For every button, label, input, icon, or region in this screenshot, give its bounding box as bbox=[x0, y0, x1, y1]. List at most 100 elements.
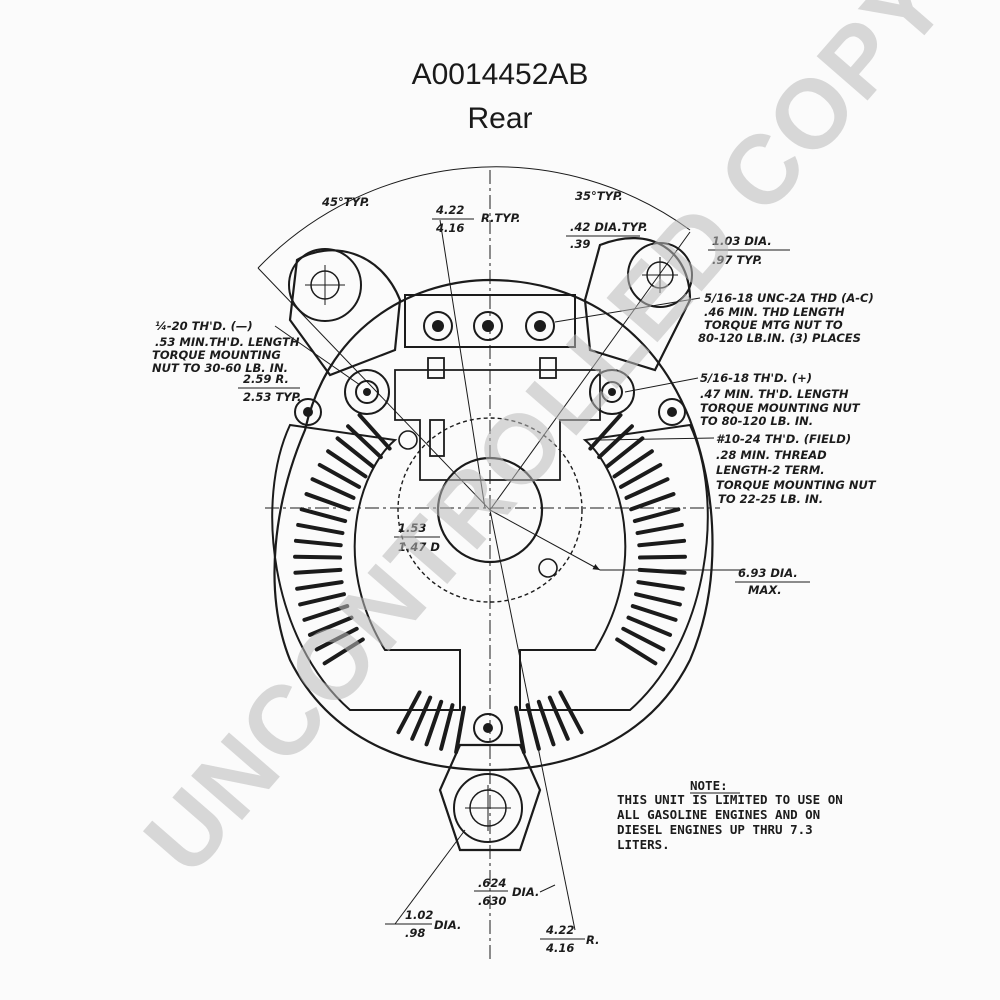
boss-suffix: DIA. bbox=[434, 918, 461, 932]
side-screws bbox=[294, 398, 686, 743]
vent-slot bbox=[637, 567, 687, 575]
housing-outline bbox=[273, 236, 714, 852]
r-top-num: 4.22 bbox=[435, 203, 464, 217]
r-mid-den: 2.53 TYP. bbox=[243, 390, 301, 404]
vent-slot bbox=[299, 507, 348, 524]
vent-slot bbox=[536, 699, 556, 747]
neg-line-2: .53 MIN.TH'D. LENGTH bbox=[155, 335, 300, 349]
vent-slot bbox=[410, 695, 433, 741]
vent-slot bbox=[634, 592, 682, 607]
vent-slot bbox=[624, 477, 670, 500]
vent-slot bbox=[525, 703, 541, 751]
ac-line-3: TORQUE MTG NUT TO bbox=[704, 318, 843, 332]
overall-dia-num: 6.93 DIA. bbox=[738, 566, 798, 580]
vent-slot bbox=[357, 413, 392, 451]
vent-slot bbox=[346, 424, 383, 460]
pos-line-2: .47 MIN. TH'D. LENGTH bbox=[700, 387, 849, 401]
vent-slot bbox=[322, 637, 365, 666]
vent-slot bbox=[304, 492, 351, 512]
r-top-den: 4.16 bbox=[435, 221, 464, 235]
dia-top-num: .42 DIA.TYP. bbox=[570, 220, 648, 234]
vent-slot bbox=[317, 462, 362, 489]
angle-right-label: 35°TYP. bbox=[575, 189, 623, 203]
top-left-mounting-ear bbox=[288, 248, 362, 322]
vent-slot bbox=[630, 604, 678, 622]
field-line-5: TO 22-25 LB. IN. bbox=[718, 492, 823, 506]
positive-terminal-callout: 5/16-18 TH'D. (+) .47 MIN. TH'D. LENGTH … bbox=[624, 371, 861, 428]
r-bot-suffix: R. bbox=[586, 933, 599, 947]
bore-suffix: DIA. bbox=[512, 885, 539, 899]
vent-slot bbox=[293, 554, 343, 560]
vent-slot bbox=[454, 705, 466, 755]
vent-slot bbox=[635, 522, 684, 536]
vent-slot bbox=[439, 703, 455, 751]
bore-num: .624 bbox=[478, 876, 506, 890]
field-line-4: TORQUE MOUNTING NUT bbox=[716, 478, 877, 492]
r-mid-num: 2.59 R. bbox=[243, 372, 289, 386]
vent-slot bbox=[632, 507, 681, 524]
boss-den: .98 bbox=[405, 926, 425, 940]
vent-slot bbox=[314, 626, 359, 652]
vent-slot bbox=[615, 637, 658, 666]
pos-line-3: TORQUE MOUNTING NUT bbox=[700, 401, 861, 415]
r-bot-num: 4.22 bbox=[545, 923, 574, 937]
vent-slot bbox=[302, 604, 350, 622]
vent-slot bbox=[293, 567, 343, 575]
vent-slot bbox=[547, 695, 570, 741]
vent-slot bbox=[621, 626, 666, 652]
neg-line-4: NUT TO 30-60 LB. IN. bbox=[152, 361, 288, 375]
vent-slot bbox=[396, 690, 422, 735]
pos-line-4: TO 80-120 LB. IN. bbox=[700, 414, 813, 428]
r-top-suffix: R.TYP. bbox=[481, 211, 520, 225]
vent-slot bbox=[636, 580, 685, 591]
vent-slot bbox=[293, 538, 343, 548]
regulator-bracket bbox=[394, 357, 601, 481]
neg-line-3: TORQUE MOUNTING bbox=[152, 348, 281, 362]
hub-den: 1.47 D bbox=[398, 540, 440, 554]
vent-slot bbox=[605, 436, 645, 469]
dia-top-den: .39 bbox=[570, 237, 590, 251]
vent-slot bbox=[335, 436, 375, 469]
vent-slot bbox=[310, 477, 356, 500]
hub-num: 1.53 bbox=[398, 521, 426, 535]
vent-slot bbox=[626, 615, 673, 637]
dimension-labels: 45°TYP. 35°TYP. 4.22 4.16 R.TYP. .42 DIA… bbox=[238, 189, 810, 955]
vent-slots bbox=[293, 413, 687, 755]
vent-slot bbox=[637, 538, 687, 548]
vent-slot bbox=[637, 554, 687, 560]
vent-slot bbox=[307, 615, 354, 637]
negative-terminal-callout: ¼-20 TH'D. (—) .53 MIN.TH'D. LENGTH TORQ… bbox=[152, 319, 361, 386]
field-line-1: #10-24 TH'D. (FIELD) bbox=[716, 432, 851, 446]
pos-line-1: 5/16-18 TH'D. (+) bbox=[700, 371, 812, 385]
view-subtitle: Rear bbox=[467, 102, 533, 135]
vent-slot bbox=[298, 592, 346, 607]
note-heading: NOTE: bbox=[690, 778, 728, 793]
note-line-3: DIESEL ENGINES UP THRU 7.3 bbox=[617, 822, 813, 837]
note-line-2: ALL GASOLINE ENGINES AND ON bbox=[617, 807, 820, 822]
vent-slot bbox=[612, 449, 654, 479]
vent-slot bbox=[588, 413, 623, 451]
field-line-2: .28 MIN. THREAD bbox=[716, 448, 827, 462]
field-line-3: LENGTH-2 TERM. bbox=[716, 463, 825, 477]
vent-slot bbox=[424, 699, 444, 747]
vent-slot bbox=[597, 424, 634, 460]
note-line-4: LITERS. bbox=[617, 837, 670, 852]
negative-terminal-stud bbox=[344, 369, 390, 415]
vent-slot bbox=[326, 449, 368, 479]
cooling-vents bbox=[271, 423, 709, 711]
usage-note: NOTE: THIS UNIT IS LIMITED TO USE ON ALL… bbox=[617, 778, 843, 852]
vent-slot bbox=[558, 690, 584, 735]
overall-dia-den: MAX. bbox=[748, 583, 782, 597]
angle-left-label: 45°TYP. bbox=[321, 195, 370, 209]
vent-slot bbox=[295, 580, 344, 591]
part-number-title: A0014452AB bbox=[411, 58, 589, 91]
ac-line-4: 80-120 LB.IN. (3) PLACES bbox=[698, 331, 861, 345]
vent-slot bbox=[618, 462, 663, 489]
vent-slot bbox=[296, 522, 345, 536]
boss-num: 1.02 bbox=[405, 908, 433, 922]
bore-den: .630 bbox=[478, 894, 506, 908]
ac-terminal-block bbox=[404, 294, 576, 348]
r-bot-den: 4.16 bbox=[545, 941, 574, 955]
